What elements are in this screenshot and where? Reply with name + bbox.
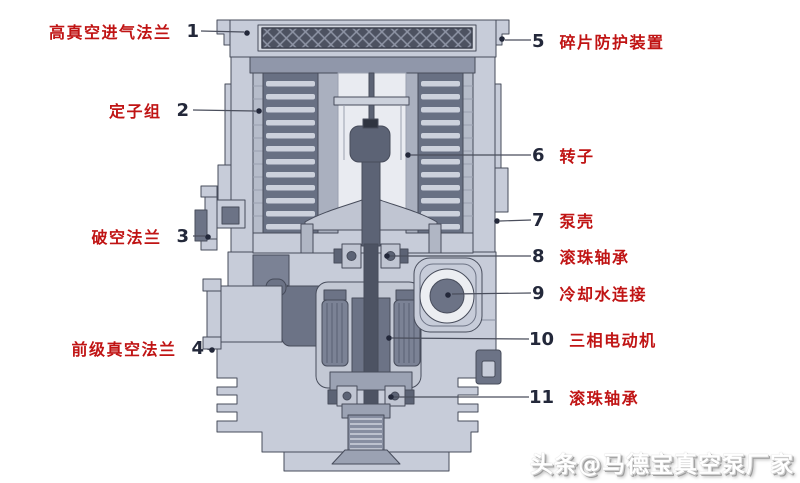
callout-7-label: 泵壳 xyxy=(559,212,595,231)
callout-6-label: 转子 xyxy=(559,147,595,166)
callout-3-number: 3 xyxy=(176,225,189,247)
skirt-post-right xyxy=(428,223,442,254)
left-wall-step xyxy=(224,83,232,166)
rotor-hub-cap xyxy=(362,118,379,129)
callout-4-number: 4 xyxy=(191,337,204,359)
right-collar xyxy=(494,167,509,213)
callout-5-label: 碎片防护装置 xyxy=(559,33,665,52)
leader-1 xyxy=(200,30,245,33)
vent-flange xyxy=(194,185,246,251)
callout-9-label: 冷却水连接 xyxy=(559,285,648,304)
rotor-hub-bell xyxy=(349,125,391,163)
callout-1: 高真空进气法兰 1 xyxy=(48,20,199,43)
callout-5: 5 碎片防护装置 xyxy=(532,30,665,53)
callout-2-label: 定子组 xyxy=(108,102,162,121)
callout-8-number: 8 xyxy=(532,245,545,267)
callout-10-label: 三相电动机 xyxy=(569,331,657,350)
skirt-post-left xyxy=(300,223,314,254)
callout-8: 8 滚珠轴承 xyxy=(532,245,630,268)
callout-11-label: 滚珠轴承 xyxy=(569,389,640,408)
callout-6-number: 6 xyxy=(532,144,545,166)
winding-cap-left xyxy=(323,289,347,301)
callout-2-number: 2 xyxy=(176,99,189,121)
motor-winding-right xyxy=(393,299,421,367)
leader-dots xyxy=(205,30,505,400)
callout-7-number: 7 xyxy=(532,209,545,231)
callout-5-number: 5 xyxy=(532,30,545,52)
leader-2 xyxy=(192,109,257,112)
callout-9-number: 9 xyxy=(532,282,545,304)
pump-body-group xyxy=(194,19,510,472)
callout-3-label: 破空法兰 xyxy=(91,228,162,247)
leader-lines xyxy=(192,30,532,400)
callout-2: 定子组 2 xyxy=(108,99,189,122)
rotor-disc-shelf xyxy=(333,96,410,106)
blade-stack-left xyxy=(262,72,319,234)
callout-1-label: 高真空进气法兰 xyxy=(48,23,172,42)
callout-7: 7 泵壳 xyxy=(532,209,595,232)
blade-stack-right xyxy=(417,72,464,234)
motor-winding-left xyxy=(321,299,349,367)
callout-10: 10 三相电动机 xyxy=(529,328,657,351)
callout-11: 11 滚珠轴承 xyxy=(529,386,640,409)
right-bracket xyxy=(475,349,502,385)
inlet-flange-left-ear xyxy=(216,19,231,46)
stator-spacer-left xyxy=(252,72,264,234)
spring-seat xyxy=(331,449,401,465)
callout-8-label: 滚珠轴承 xyxy=(559,248,630,267)
fore-vacuum-flange xyxy=(202,278,283,350)
leader-7 xyxy=(499,219,532,222)
callout-10-number: 10 xyxy=(529,328,555,350)
rotor-top-disc xyxy=(249,56,476,74)
callout-1-number: 1 xyxy=(186,20,199,42)
callout-3: 破空法兰 3 xyxy=(91,225,189,248)
splinter-shield-mesh xyxy=(261,27,473,49)
watermark-text: 头条@马德宝真空泵厂家 xyxy=(530,452,794,478)
rotor-cup-walls xyxy=(343,105,402,160)
stator-spacer-right xyxy=(462,72,474,234)
callout-4-label: 前级真空法兰 xyxy=(71,340,177,359)
callout-6: 6 转子 xyxy=(532,144,595,167)
callout-9: 9 冷却水连接 xyxy=(532,282,648,305)
leader-9 xyxy=(451,292,532,295)
callout-11-number: 11 xyxy=(529,386,555,408)
leader-10 xyxy=(391,337,530,340)
main-shaft-upper xyxy=(361,161,381,247)
callout-4: 前级真空法兰 4 xyxy=(71,337,204,360)
